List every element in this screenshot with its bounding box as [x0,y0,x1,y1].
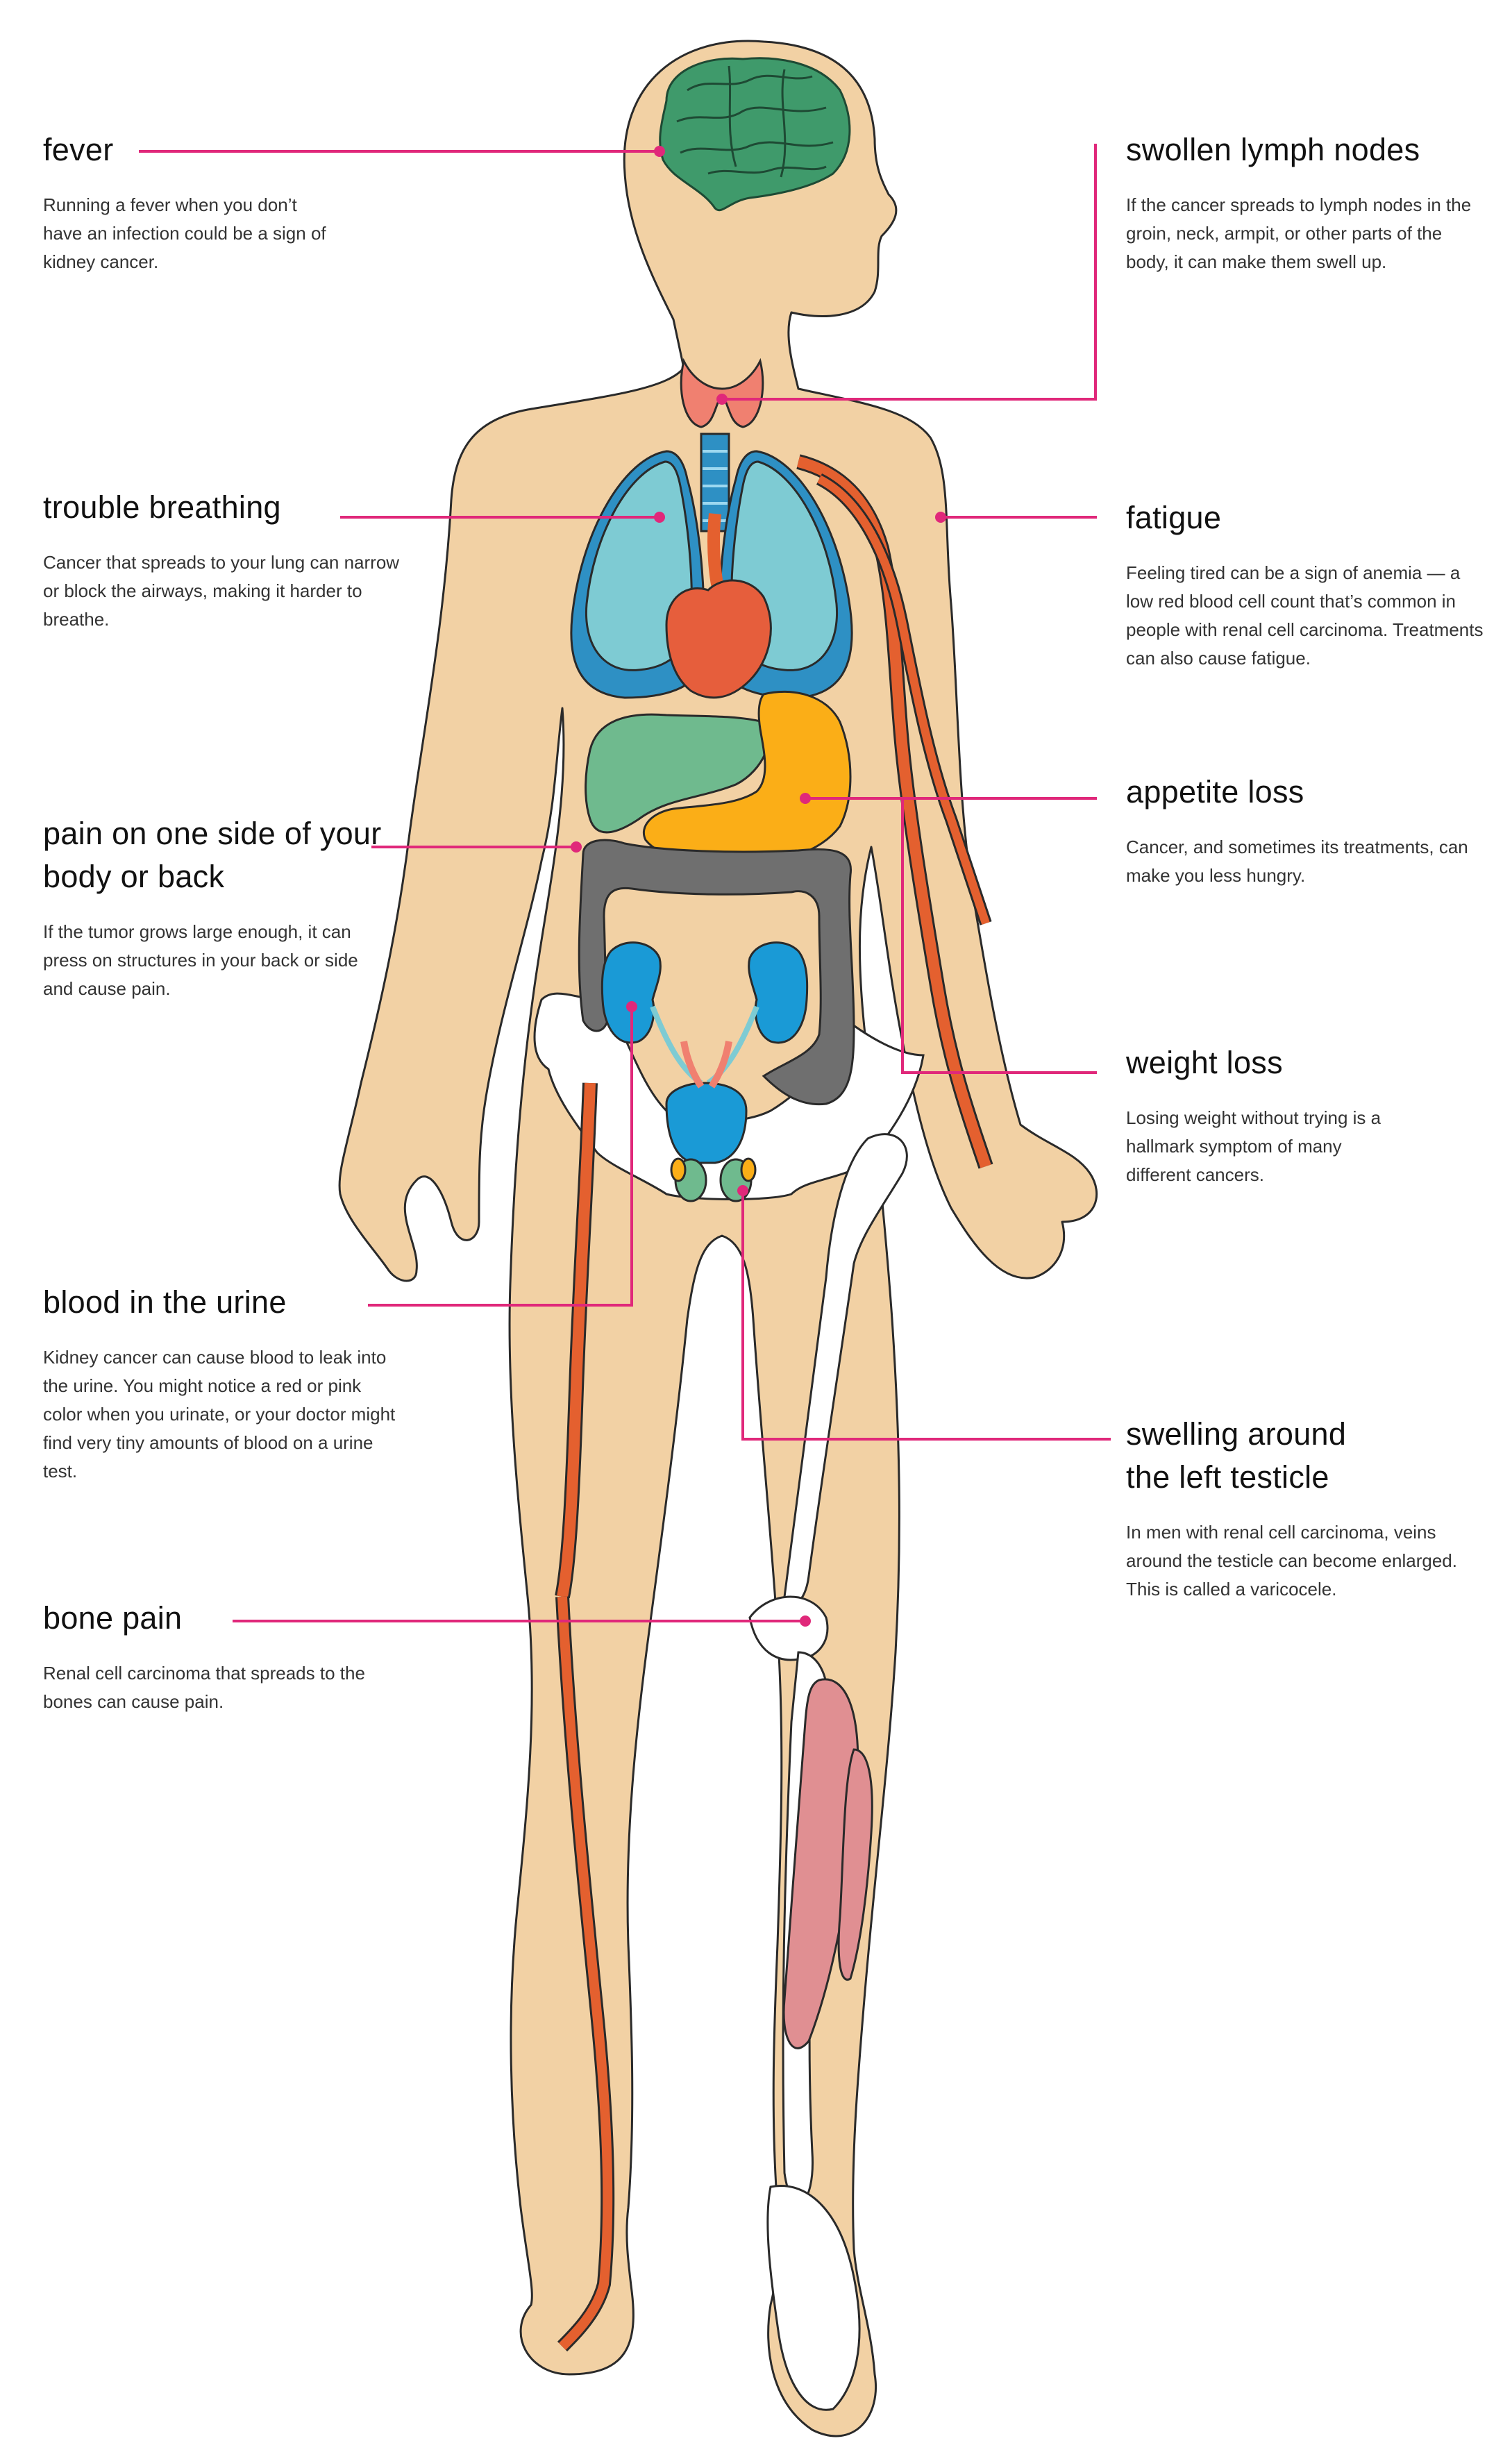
swollen-lymph-nodes-title: swollen lymph nodes [1126,132,1420,167]
callout-dots [571,146,946,1627]
callout-lines [139,144,1111,1622]
weight-loss-title: weight loss [1126,1045,1283,1080]
callout-pain-side: pain on one side of your body or back If… [43,812,390,1003]
weight-loss-body: Losing weight without trying is a hallma… [1126,1107,1381,1185]
liver [585,713,771,834]
blood-vessels [555,454,993,2352]
callout-bone-pain: bone pain Renal cell carcinoma that spre… [43,1597,390,1716]
swelling-testicle-line [741,1191,1111,1441]
callout-trouble-breathing: trouble breathing Cancer that spreads to… [43,486,404,634]
swelling-testicle-body: In men with renal cell carcinoma, veins … [1126,1522,1457,1600]
kidneys [600,941,809,1044]
callout-weight-loss: weight loss Losing weight without trying… [1126,1041,1383,1189]
callout-swelling-testicle: swelling around the left testicle In men… [1126,1413,1487,1604]
callout-fever: fever Running a fever when you don’t hav… [43,128,335,276]
blood-in-urine-line [368,1007,633,1307]
weight-loss-line [901,798,1097,1074]
appetite-loss-title: appetite loss [1126,774,1304,809]
fatigue-title: fatigue [1126,500,1222,535]
blood-in-urine-title: blood in the urine [43,1284,287,1320]
swollen-lymph-nodes-line [722,144,1097,401]
blood-in-urine-body: Kidney cancer can cause blood to leak in… [43,1347,396,1482]
calf-muscle [782,1678,873,2049]
fever-title: fever [43,132,114,167]
trouble-breathing-body: Cancer that spreads to your lung can nar… [43,552,400,630]
heart [665,513,772,699]
fatigue-body: Feeling tired can be a sign of anemia — … [1126,562,1484,669]
callout-fatigue: fatigue Feeling tired can be a sign of a… [1126,496,1487,673]
callout-blood-in-urine: blood in the urine Kidney cancer can cau… [43,1281,404,1486]
swollen-lymph-nodes-body: If the cancer spreads to lymph nodes in … [1126,194,1472,272]
swelling-testicle-title: swelling around the left testicle [1126,1416,1347,1495]
callout-swollen-lymph-nodes: swollen lymph nodes If the cancer spread… [1126,128,1487,276]
callout-appetite-loss: appetite loss Cancer, and sometimes its … [1126,771,1487,890]
bone-pain-title: bone pain [43,1600,183,1636]
urinary-tract [650,1005,759,1164]
pain-side-title: pain on one side of your body or back [43,816,382,894]
appetite-loss-body: Cancer, and sometimes its treatments, ca… [1126,837,1468,886]
fever-body: Running a fever when you don’t have an i… [43,194,326,272]
pain-side-body: If the tumor grows large enough, it can … [43,921,358,999]
brain [659,57,851,212]
trouble-breathing-title: trouble breathing [43,489,281,525]
bone-pain-body: Renal cell carcinoma that spreads to the… [43,1663,365,1712]
